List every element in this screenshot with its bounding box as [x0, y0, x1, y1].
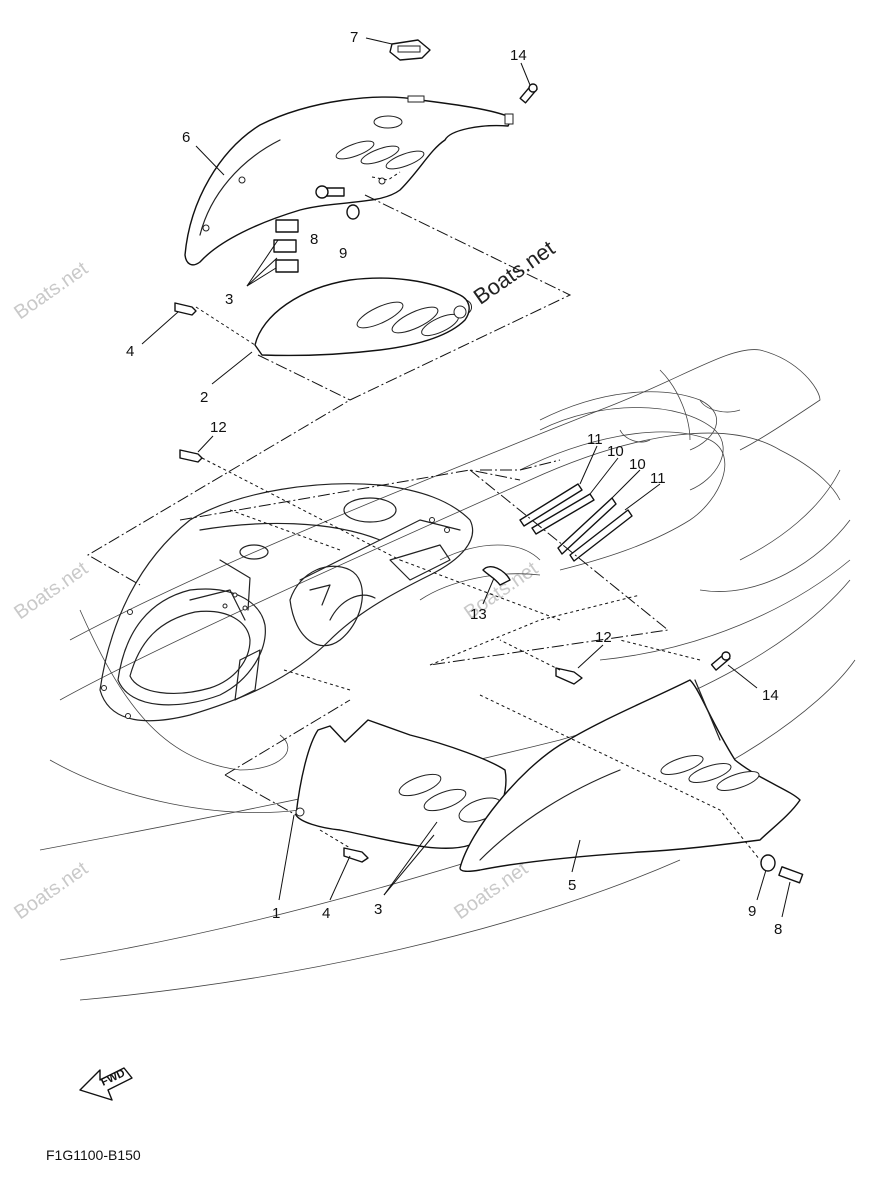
watermark-left-bottom: Boats.net [10, 857, 92, 924]
leader-lines [141, 37, 791, 918]
callout-10-right: 10 [629, 456, 646, 473]
callout-9-top: 9 [339, 245, 347, 262]
callout-3-bottom: 3 [374, 901, 382, 918]
callout-2: 2 [200, 389, 208, 406]
diagram-code: F1G1100-B150 [46, 1147, 141, 1163]
watermark-left-top: Boats.net [10, 257, 92, 324]
callout-8-top: 8 [310, 231, 318, 248]
watermark-left-mid: Boats.net [10, 557, 92, 624]
callout-4-bottom: 4 [322, 905, 330, 922]
callout-14-right: 14 [762, 687, 779, 704]
callout-12-left: 12 [210, 419, 227, 436]
hull-outline [39, 349, 856, 1001]
part-1-lower-panel [295, 719, 507, 849]
callouts: 7 14 6 8 9 3 4 2 12 11 10 10 11 13 12 14… [126, 29, 782, 938]
callout-7: 7 [350, 29, 358, 46]
part-5-side-cover [459, 679, 801, 873]
callout-11-left: 11 [587, 431, 603, 448]
callout-9-bottom: 9 [748, 903, 756, 920]
hardware [174, 83, 804, 884]
callout-6: 6 [182, 129, 190, 146]
callout-10-left: 10 [607, 443, 624, 460]
callout-11-right: 11 [650, 470, 666, 487]
part-6-upper-cover [184, 95, 514, 266]
callout-1: 1 [272, 905, 280, 922]
callout-5: 5 [568, 877, 576, 894]
callout-14-top: 14 [510, 47, 527, 64]
callout-12-right: 12 [595, 629, 612, 646]
stern-frame [99, 483, 474, 722]
callout-8-bottom: 8 [774, 921, 782, 938]
fwd-arrow-icon: FWD [79, 1067, 133, 1101]
callout-13: 13 [470, 606, 487, 623]
part-7-cap [389, 39, 431, 61]
callout-3-top: 3 [225, 291, 233, 308]
part-3-pads-upper [273, 219, 299, 273]
callout-4-top: 4 [126, 343, 134, 360]
part-2-inner-panel [254, 277, 470, 357]
reference-lines [87, 171, 761, 861]
